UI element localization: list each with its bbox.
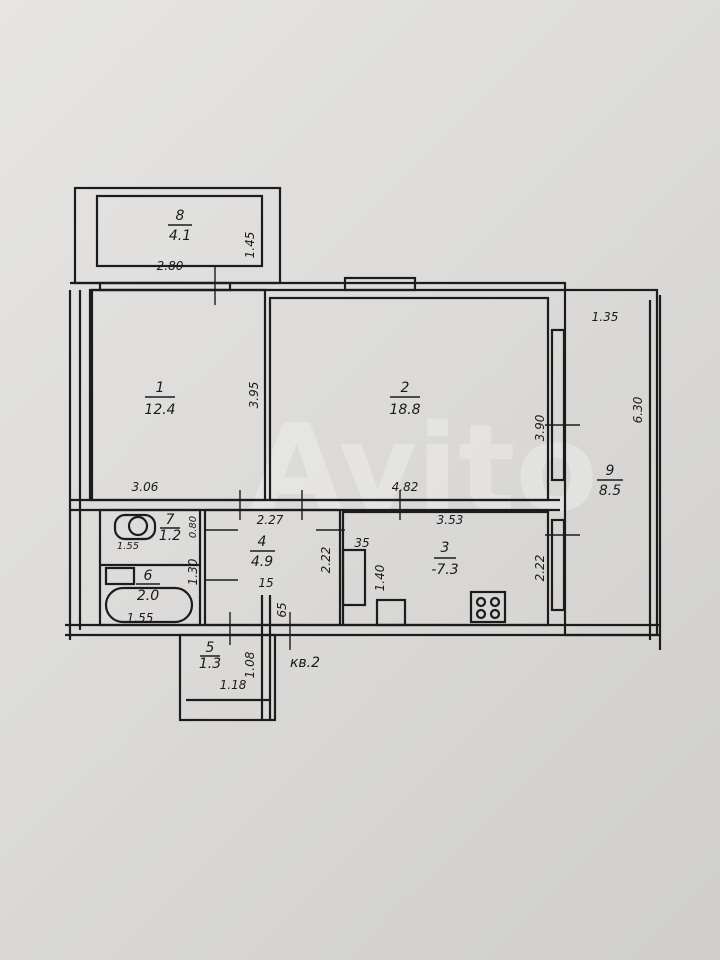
sink-icon-kitchen (375, 598, 407, 627)
room-4-area: 4.9 (251, 554, 273, 570)
stove-icon (469, 590, 507, 624)
room-4-dim-length: 2.22 (319, 547, 333, 574)
room-7-number: 7 (166, 512, 175, 528)
room-4-number: 4 (258, 534, 267, 550)
room-8-dim-width: 2.80 (157, 259, 184, 273)
room-2-area: 18.8 (389, 402, 420, 418)
room-7-area: 1.2 (159, 528, 181, 544)
room-8-dim-height: 1.45 (243, 232, 257, 259)
room-6-number: 6 (144, 568, 153, 584)
room-9-number: 9 (606, 463, 615, 479)
sink-icon (104, 566, 136, 586)
room-1-dim-height: 3.95 (247, 382, 261, 409)
bathtub-icon (104, 586, 194, 624)
room-4-dim-door: 15 (258, 576, 273, 590)
room-3-number: 3 (441, 540, 450, 556)
room-7-dim-length: 1.55 (117, 541, 139, 552)
room-6-area: 2.0 (137, 588, 159, 604)
watermark-logo: Avito (250, 400, 598, 539)
room-5-dim-length: 1.18 (220, 678, 247, 692)
toilet-icon (127, 515, 149, 537)
room-3-dim-niche: 35 (354, 536, 369, 550)
room-3-dim-length: 2.22 (533, 555, 547, 582)
room-9-dim-width: 1.35 (592, 310, 619, 324)
fixtures (104, 513, 507, 627)
room-7-dim-width: 0.80 (188, 516, 199, 538)
room-8-number: 8 (176, 208, 185, 224)
room-3-dim-niche-length: 1.40 (373, 564, 387, 591)
walls (65, 186, 662, 722)
room-6-dim-length: 1.55 (127, 611, 154, 625)
room-4-dim-partition: 65 (275, 602, 289, 617)
room-5-number: 5 (206, 640, 215, 656)
room-1-number: 1 (156, 380, 165, 396)
dimension-ticks (205, 265, 580, 650)
room-6-dim-width: 1.30 (186, 558, 200, 585)
room-3-area: -7.3 (431, 562, 458, 578)
room-8-area: 4.1 (169, 228, 191, 244)
room-3-dim-width: 3.53 (437, 513, 464, 527)
room-1-dim-width: 3.06 (132, 480, 159, 494)
room-1-area: 12.4 (144, 402, 175, 418)
room-2-dim-height: 3.90 (533, 414, 547, 441)
room-9-dim-height: 6.30 (631, 396, 645, 423)
apartment-label: кв.2 (290, 655, 320, 671)
room-2-dim-width: 4.82 (392, 480, 419, 494)
room-5-dim-width: 1.08 (243, 651, 257, 678)
room-9-area: 8.5 (599, 483, 621, 499)
room-5-area: 1.3 (199, 656, 221, 672)
room-2-number: 2 (401, 380, 410, 396)
radiator-icon (341, 548, 367, 607)
room-4-dim-width: 2.27 (257, 513, 284, 527)
